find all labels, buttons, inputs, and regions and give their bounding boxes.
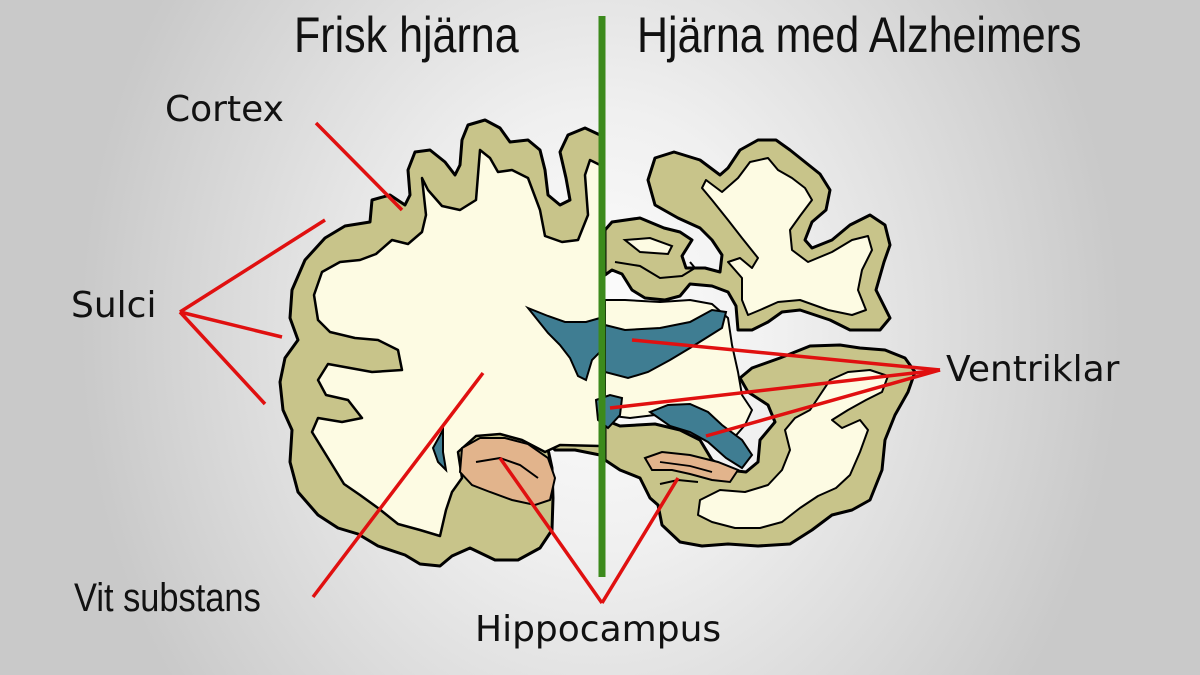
leader-hippocampus-2 bbox=[600, 477, 680, 604]
leader-cortex bbox=[314, 121, 404, 212]
healthy-brain bbox=[278, 118, 602, 568]
title-healthy-brain: Frisk hjärna bbox=[294, 7, 519, 63]
leader-hippocampus-1 bbox=[498, 456, 604, 605]
healthy-ventricle-upper bbox=[524, 305, 601, 382]
label-hippocampus: Hippocampus bbox=[475, 609, 722, 650]
label-ventriklar: Ventriklar bbox=[946, 349, 1120, 390]
label-sulci: Sulci bbox=[71, 285, 157, 326]
leader-vit-substans bbox=[311, 371, 485, 599]
leader-lines bbox=[178, 121, 941, 605]
alzheimer-ventricle-lower bbox=[647, 402, 754, 470]
title-alzheimer-brain: Hjärna med Alzheimers bbox=[637, 7, 1082, 63]
healthy-white-matter bbox=[310, 148, 602, 538]
leader-sulci-2 bbox=[179, 310, 283, 339]
leader-sulci-1 bbox=[179, 218, 326, 314]
leader-ventriklar-1 bbox=[631, 338, 941, 372]
label-cortex: Cortex bbox=[165, 89, 284, 130]
alzheimer-white-matter-lower bbox=[697, 369, 889, 529]
alzheimer-white-matter-upper bbox=[701, 157, 873, 316]
leader-sulci-3 bbox=[178, 310, 267, 406]
leader-ventriklar-2 bbox=[609, 368, 941, 410]
alzheimer-brain bbox=[594, 138, 917, 548]
label-vit-substans: Vit substans bbox=[74, 576, 261, 620]
leader-ventriklar-3 bbox=[705, 368, 941, 438]
healthy-ventricle-lower bbox=[431, 426, 448, 473]
